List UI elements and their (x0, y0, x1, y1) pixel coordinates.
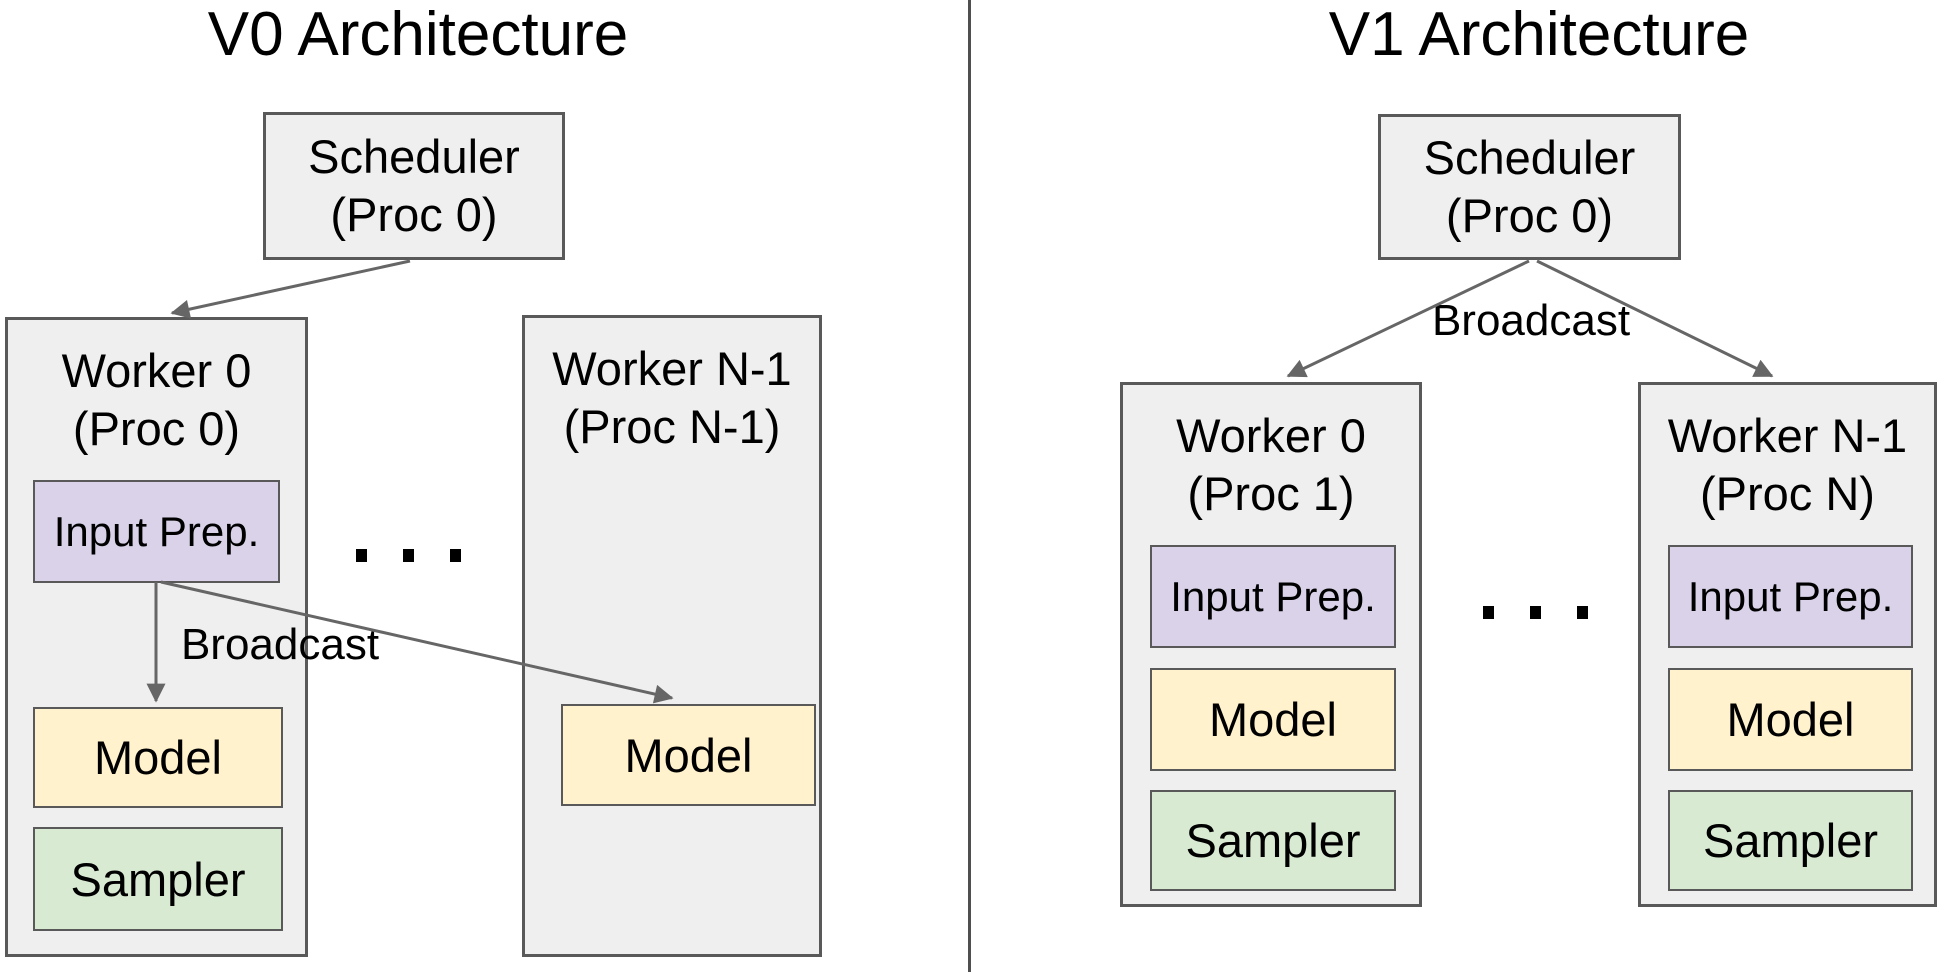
dot (450, 549, 461, 562)
v1-workerN-proc: (Proc N) (1700, 467, 1875, 520)
v0-title: V0 Architecture (207, 0, 629, 69)
dot (1530, 606, 1541, 619)
v0-scheduler-label: Scheduler (308, 130, 520, 183)
v1-scheduler-box: Scheduler (Proc 0) (1378, 114, 1681, 260)
v0-worker0-proc: (Proc 0) (72, 402, 241, 455)
v1-worker0-box: Worker 0 (Proc 1) Input Prep. Model Samp… (1120, 382, 1422, 907)
v0-scheduler-box: Scheduler (Proc 0) (263, 112, 565, 260)
v1-worker0-input-prep-block: Input Prep. (1150, 545, 1396, 648)
v1-broadcast-label: Broadcast (1431, 296, 1631, 345)
dot (403, 549, 414, 562)
v1-workerN-sampler-block: Sampler (1668, 790, 1913, 891)
v1-workerN-name: Worker N-1 (1667, 409, 1908, 462)
v1-title: V1 Architecture (1328, 0, 1750, 69)
v0-worker0-input-prep-block: Input Prep. (33, 480, 280, 583)
v1-workerN-title: Worker N-1 (Proc N) (1641, 407, 1934, 523)
v0-workerN-name: Worker N-1 (552, 342, 792, 395)
v1-workerN-box: Worker N-1 (Proc N) Input Prep. Model Sa… (1638, 382, 1937, 907)
v0-worker0-sampler-block: Sampler (33, 827, 283, 931)
v1-workerN-model-block: Model (1668, 668, 1913, 771)
v0-workerN-model-block: Model (561, 704, 816, 806)
arrow-v0-scheduler-to-worker0 (170, 259, 411, 319)
v1-workerN-input-prep-block: Input Prep. (1668, 545, 1913, 648)
dot (1577, 606, 1588, 619)
v0-worker0-model-block: Model (33, 707, 283, 808)
v1-scheduler-label: Scheduler (1423, 131, 1636, 184)
dot (356, 549, 367, 562)
v1-scheduler-proc: (Proc 0) (1445, 189, 1614, 242)
v1-worker0-title: Worker 0 (Proc 1) (1123, 407, 1419, 523)
v0-worker0-title: Worker 0 (Proc 0) (8, 342, 305, 458)
v0-workerN-box: Worker N-1 (Proc N-1) Model (522, 315, 822, 957)
v1-ellipsis-dots (1483, 606, 1588, 619)
v0-workerN-title: Worker N-1 (Proc N-1) (525, 340, 819, 456)
v1-worker0-name: Worker 0 (1176, 409, 1366, 462)
dot (1483, 606, 1494, 619)
v1-worker0-proc: (Proc 1) (1187, 467, 1355, 520)
v0-scheduler-proc: (Proc 0) (330, 188, 498, 241)
panel-divider (968, 0, 971, 972)
v1-worker0-sampler-block: Sampler (1150, 790, 1396, 891)
v0-broadcast-label: Broadcast (180, 620, 380, 669)
v1-worker0-model-block: Model (1150, 668, 1396, 771)
v0-workerN-proc: (Proc N-1) (563, 400, 781, 453)
v0-ellipsis-dots (356, 549, 461, 562)
v0-worker0-name: Worker 0 (61, 344, 252, 397)
